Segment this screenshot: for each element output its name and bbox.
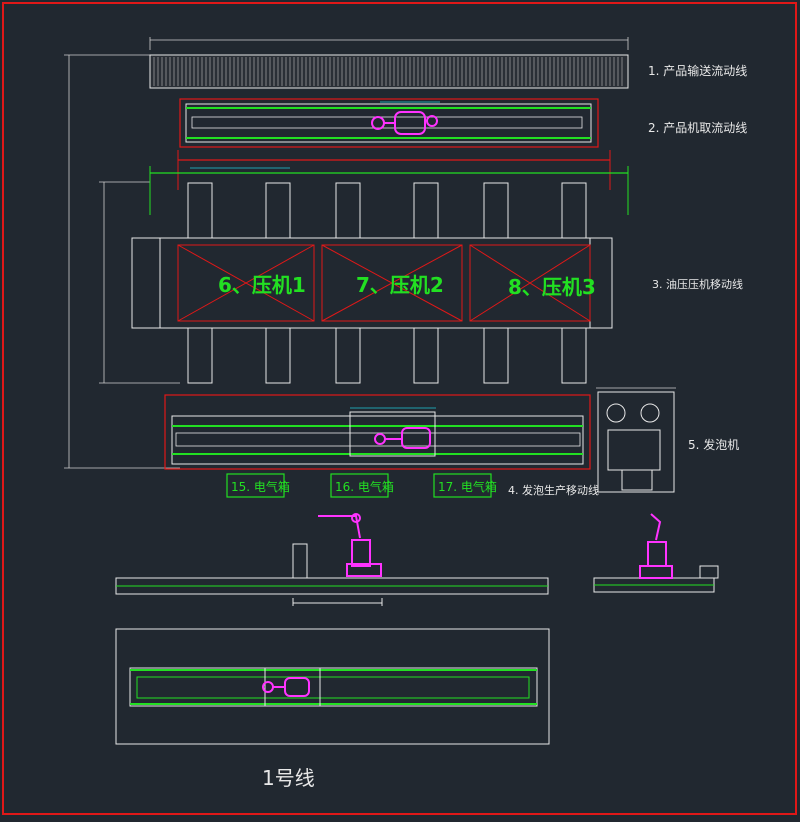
- lower-pad-3: [335, 327, 361, 384]
- foaming-production-line: [164, 394, 591, 470]
- cabinet-17: [433, 473, 492, 498]
- product-pickup-line: [179, 98, 599, 148]
- lower-pad-4: [413, 327, 439, 384]
- upper-pad-4: [413, 182, 439, 239]
- upper-pad-2: [265, 182, 291, 239]
- electrical-cabinets: 15. 电气箱 16. 电气箱 17. 电气箱: [226, 473, 497, 498]
- lower-press-pads: [187, 327, 587, 384]
- annotation-labels: 1. 产品输送流动线 2. 产品机取流动线 3. 油压压机移动线 4. 发泡生产…: [508, 63, 747, 497]
- press-labels: 6、压机1 7、压机2 8、压机3: [218, 273, 596, 299]
- line-title: 1号线: [262, 766, 315, 790]
- upper-press-pads: [187, 182, 587, 239]
- press-2-label: 7、压机2: [356, 273, 444, 297]
- left-dimension-lines: [64, 37, 629, 469]
- cabinet-17-label: 17. 电气箱: [438, 479, 497, 494]
- robot-foaming: [374, 427, 431, 449]
- upper-pad-5: [483, 182, 509, 239]
- upper-pad-3: [335, 182, 361, 239]
- foaming-machine: [596, 387, 676, 493]
- robot-arm-elevation: [639, 513, 673, 579]
- press-1-label: 6、压机1: [218, 273, 306, 297]
- annotation-line2: 2. 产品机取流动线: [648, 121, 747, 135]
- annotation-line5: 5. 发泡机: [688, 437, 739, 452]
- side-elevation: [115, 543, 549, 606]
- robot-pickup: [371, 111, 438, 135]
- press-frames: [177, 244, 591, 322]
- lower-pad-2: [265, 327, 291, 384]
- product-transport-conveyor: [149, 54, 629, 89]
- cabinet-16-label: 16. 电气箱: [335, 479, 394, 494]
- lower-pad-6: [561, 327, 587, 384]
- cabinet-15: [226, 473, 285, 498]
- annotation-line4: 4. 发泡生产移动线: [508, 483, 599, 497]
- upper-pad-6: [561, 182, 587, 239]
- lower-pad-1: [187, 327, 213, 384]
- cabinet-16: [330, 473, 389, 498]
- annotation-line1: 1. 产品输送流动线: [648, 63, 747, 78]
- upper-pad-1: [187, 182, 213, 239]
- cabinet-15-label: 15. 电气箱: [231, 479, 290, 494]
- annotation-line3: 3. 油压压机移动线: [652, 277, 743, 291]
- robot-line-1: [262, 677, 310, 697]
- press-3-label: 8、压机3: [508, 275, 596, 299]
- lower-pad-5: [483, 327, 509, 384]
- robot-arm-side: [318, 513, 382, 577]
- line-1-plan: [115, 628, 550, 745]
